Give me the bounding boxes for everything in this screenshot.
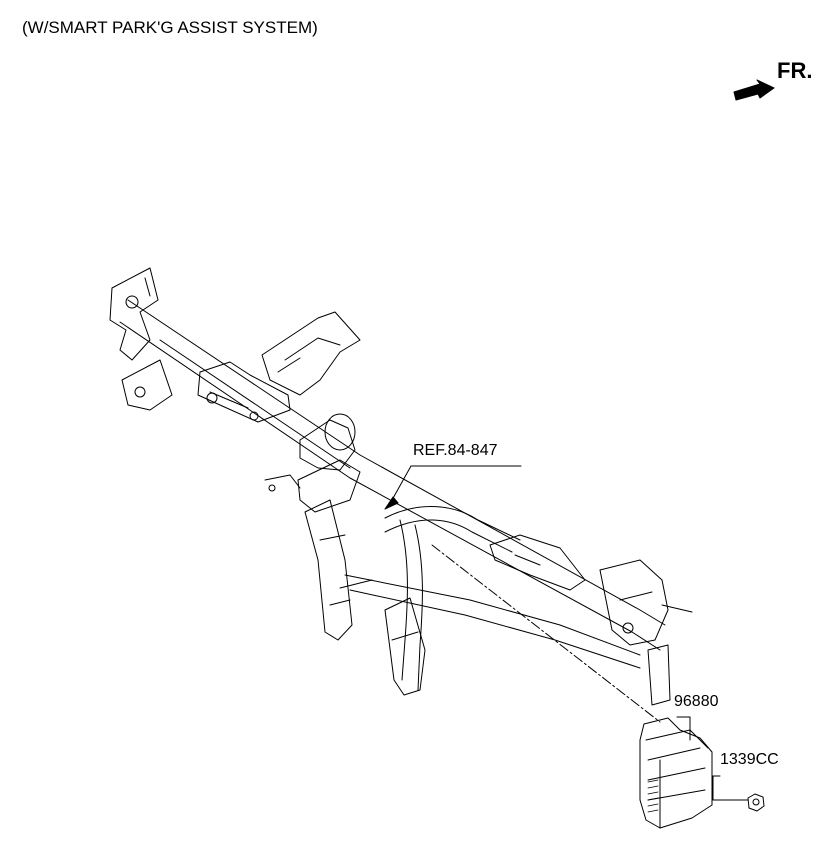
reference-callout-label[interactable]: REF.84-847 (413, 442, 498, 459)
mounting-nut (747, 793, 765, 812)
front-direction-label: FR. (777, 58, 813, 83)
diagram-title: (W/SMART PARK'G ASSIST SYSTEM) (22, 18, 318, 37)
part-number-1339cc[interactable]: 1339CC (720, 751, 779, 768)
cowl-crossmember-assembly (109, 267, 693, 706)
part-number-96880[interactable]: 96880 (674, 693, 719, 710)
leader-lines (384, 465, 749, 801)
front-arrow-icon (733, 79, 775, 101)
parking-assist-control-unit (639, 717, 713, 829)
